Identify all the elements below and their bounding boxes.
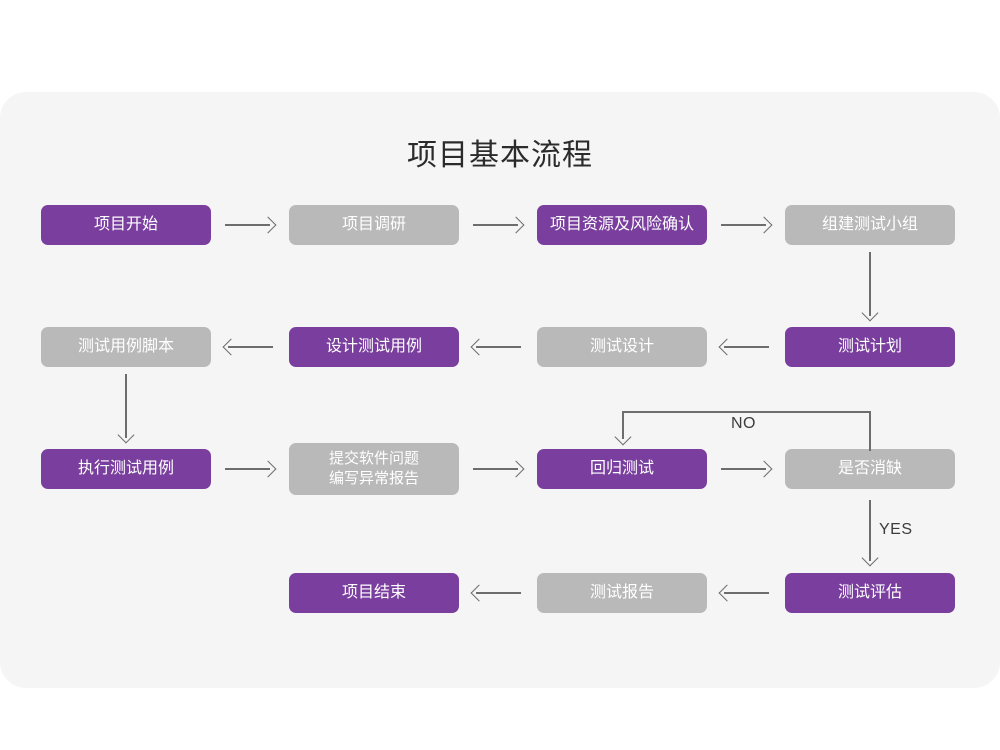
connector-execute-to-report xyxy=(225,468,270,470)
flow-node-project-end[interactable]: 项目结束 xyxy=(289,573,459,613)
flow-node-design-testcase[interactable]: 设计测试用例 xyxy=(289,327,459,367)
flow-node-project-start[interactable]: 项目开始 xyxy=(41,205,211,245)
connector-yes xyxy=(869,500,871,561)
flow-node-test-report[interactable]: 测试报告 xyxy=(537,573,707,613)
connector-no-down xyxy=(622,411,624,439)
connector-resource-to-team xyxy=(721,224,766,226)
flow-node-regression-test[interactable]: 回归测试 xyxy=(537,449,707,489)
connector-team-to-plan xyxy=(869,252,871,316)
connector-no-up xyxy=(869,411,871,451)
flow-node-test-evaluation[interactable]: 测试评估 xyxy=(785,573,955,613)
edge-label-yes: YES xyxy=(879,521,913,538)
edge-label-no: NO xyxy=(731,415,756,432)
connector-report-to-regression xyxy=(473,468,518,470)
flow-node-project-research[interactable]: 项目调研 xyxy=(289,205,459,245)
flow-node-test-design[interactable]: 测试设计 xyxy=(537,327,707,367)
connector-script-to-execute xyxy=(125,374,127,438)
connector-evaluation-to-testreport xyxy=(724,592,769,594)
flow-node-test-plan[interactable]: 测试计划 xyxy=(785,327,955,367)
flow-node-testcase-script[interactable]: 测试用例脚本 xyxy=(41,327,211,367)
connector-start-to-research xyxy=(225,224,270,226)
flow-node-build-test-team[interactable]: 组建测试小组 xyxy=(785,205,955,245)
connector-design-to-script xyxy=(228,346,273,348)
connector-regression-to-defectcheck xyxy=(721,468,766,470)
flow-node-defect-cleared-check[interactable]: 是否消缺 xyxy=(785,449,955,489)
connector-no-across xyxy=(622,411,871,413)
flow-node-submit-issue-report[interactable]: 提交软件问题 编写异常报告 xyxy=(289,443,459,495)
connector-testdesign-to-designcase xyxy=(476,346,521,348)
connector-plan-to-testdesign xyxy=(724,346,769,348)
connector-testreport-to-projectend xyxy=(476,592,521,594)
flow-node-resource-risk-confirm[interactable]: 项目资源及风险确认 xyxy=(537,205,707,245)
flow-node-execute-testcase[interactable]: 执行测试用例 xyxy=(41,449,211,489)
connector-research-to-resource xyxy=(473,224,518,226)
page-title: 项目基本流程 xyxy=(407,139,593,172)
